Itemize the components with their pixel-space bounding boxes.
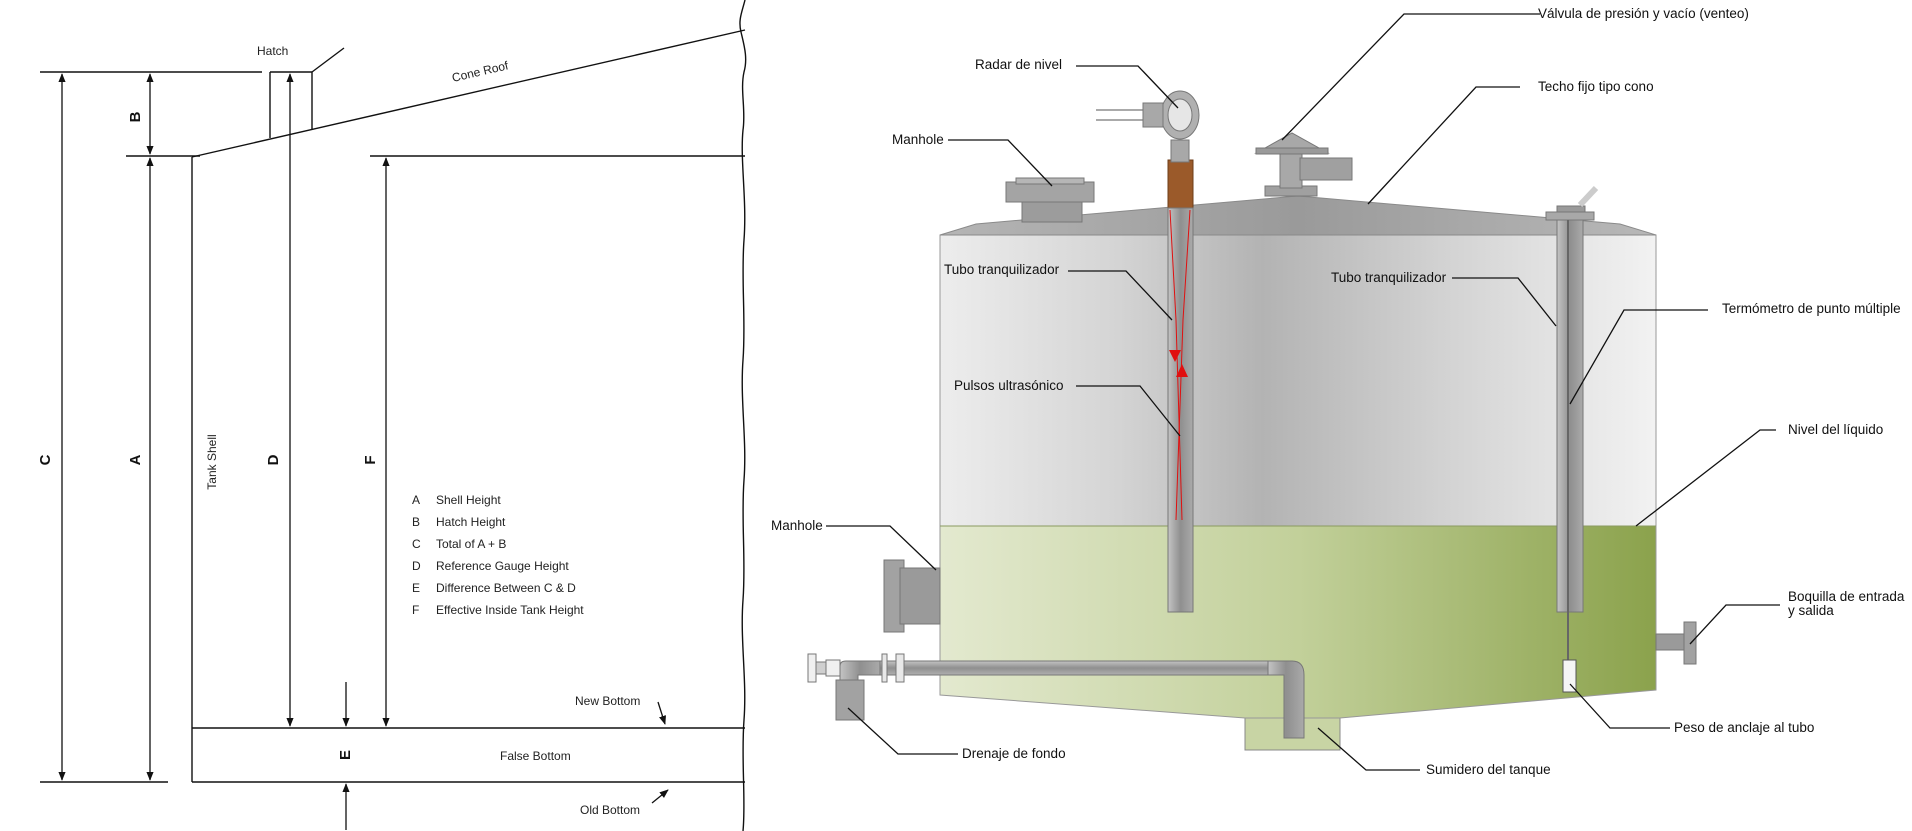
old-bottom-pointer: [651, 789, 669, 804]
legend-text-f: Effective Inside Tank Height: [436, 603, 584, 617]
inlet-outlet-nozzle: [1655, 621, 1697, 665]
label-radar: Radar de nivel: [975, 57, 1062, 72]
torn-edge: [739, 0, 747, 831]
label-new-bottom: New Bottom: [575, 694, 640, 708]
cone-roof: [939, 195, 1657, 236]
vent-valve: [1254, 132, 1353, 197]
manhole-side: [883, 559, 941, 633]
legend-text-d: Reference Gauge Height: [436, 559, 569, 573]
label-nivel-liquido: Nivel del líquido: [1788, 422, 1883, 437]
ultrasonic-pulses: [1169, 209, 1191, 521]
legend-key-c: C: [412, 537, 421, 551]
legend-key-f: F: [412, 603, 419, 617]
label-valvula: Válvula de presión y vacío (venteo): [1538, 6, 1749, 21]
legend: A Shell Height B Hatch Height C Total of…: [412, 493, 584, 617]
legend-key-d: D: [412, 559, 421, 573]
label-manhole-side: Manhole: [771, 518, 823, 533]
leader-tubo-right: [1452, 277, 1557, 327]
new-bottom-pointer: [657, 701, 666, 725]
tank-shell: [939, 234, 1657, 527]
label-pulsos: Pulsos ultrasónico: [954, 378, 1064, 393]
label-tubo-left: Tubo tranquilizador: [944, 262, 1060, 277]
label-peso: Peso de anclaje al tubo: [1674, 720, 1814, 735]
right-tank-diagram: Válvula de presión y vacío (venteo) Tech…: [771, 6, 1905, 777]
anchor-weight: [1562, 659, 1577, 693]
label-tank-shell: Tank Shell: [205, 434, 219, 489]
leader-pulsos: [1076, 385, 1181, 437]
leader-drenaje: [847, 707, 958, 755]
leader-peso: [1569, 683, 1670, 729]
bottom-drain: [807, 653, 1305, 739]
stilling-well-left: [1167, 207, 1194, 613]
dim-letter-e: E: [337, 750, 354, 760]
label-termometro: Termómetro de punto múltiple: [1722, 301, 1901, 316]
legend-text-c: Total of A + B: [436, 537, 506, 551]
legend-text-a: Shell Height: [436, 493, 501, 507]
manhole-top: [1005, 177, 1095, 223]
label-tubo-right: Tubo tranquilizador: [1331, 270, 1447, 285]
label-hatch: Hatch: [257, 44, 288, 58]
label-false-bottom: False Bottom: [500, 749, 571, 763]
label-sumidero: Sumidero del tanque: [1426, 762, 1551, 777]
label-drenaje: Drenaje de fondo: [962, 746, 1066, 761]
leader-termometro: [1569, 309, 1708, 405]
leader-nivel: [1635, 429, 1776, 527]
leader-manhole-side: [826, 525, 937, 571]
legend-key-e: E: [412, 581, 420, 595]
dim-letter-c: C: [37, 454, 54, 465]
dim-letter-a: A: [127, 454, 144, 465]
legend-key-a: A: [412, 493, 420, 507]
leader-techo: [1367, 86, 1520, 205]
dim-letter-d: D: [265, 454, 282, 465]
leader-radar: [1076, 65, 1179, 109]
dim-letter-b: B: [127, 111, 144, 122]
leader-tubo-left: [1068, 270, 1173, 321]
leader-sumidero: [1317, 727, 1420, 771]
label-techo: Techo fijo tipo cono: [1538, 79, 1654, 94]
leader-manhole-top: [948, 139, 1053, 187]
label-cone-roof: Cone Roof: [451, 58, 511, 85]
label-boquilla-1: Boquilla de entrada: [1788, 589, 1905, 604]
dim-letter-f: F: [362, 455, 379, 464]
label-boquilla-2: y salida: [1788, 603, 1834, 618]
stilling-well-right: [1545, 185, 1599, 693]
left-tank-diagram: C B A D F E Hatch Cone Roof Tank Shell N…: [37, 0, 747, 831]
label-manhole-top: Manhole: [892, 132, 944, 147]
leader-valvula: [1281, 13, 1540, 141]
legend-key-b: B: [412, 515, 420, 529]
cone-roof-line: [191, 29, 746, 158]
legend-text-b: Hatch Height: [436, 515, 506, 529]
callout-leaders: [826, 13, 1780, 771]
label-old-bottom: Old Bottom: [580, 803, 640, 817]
legend-text-e: Difference Between C & D: [436, 581, 576, 595]
hatch-lid: [311, 47, 345, 73]
level-radar: [1096, 90, 1200, 209]
leader-boquilla: [1689, 604, 1780, 645]
